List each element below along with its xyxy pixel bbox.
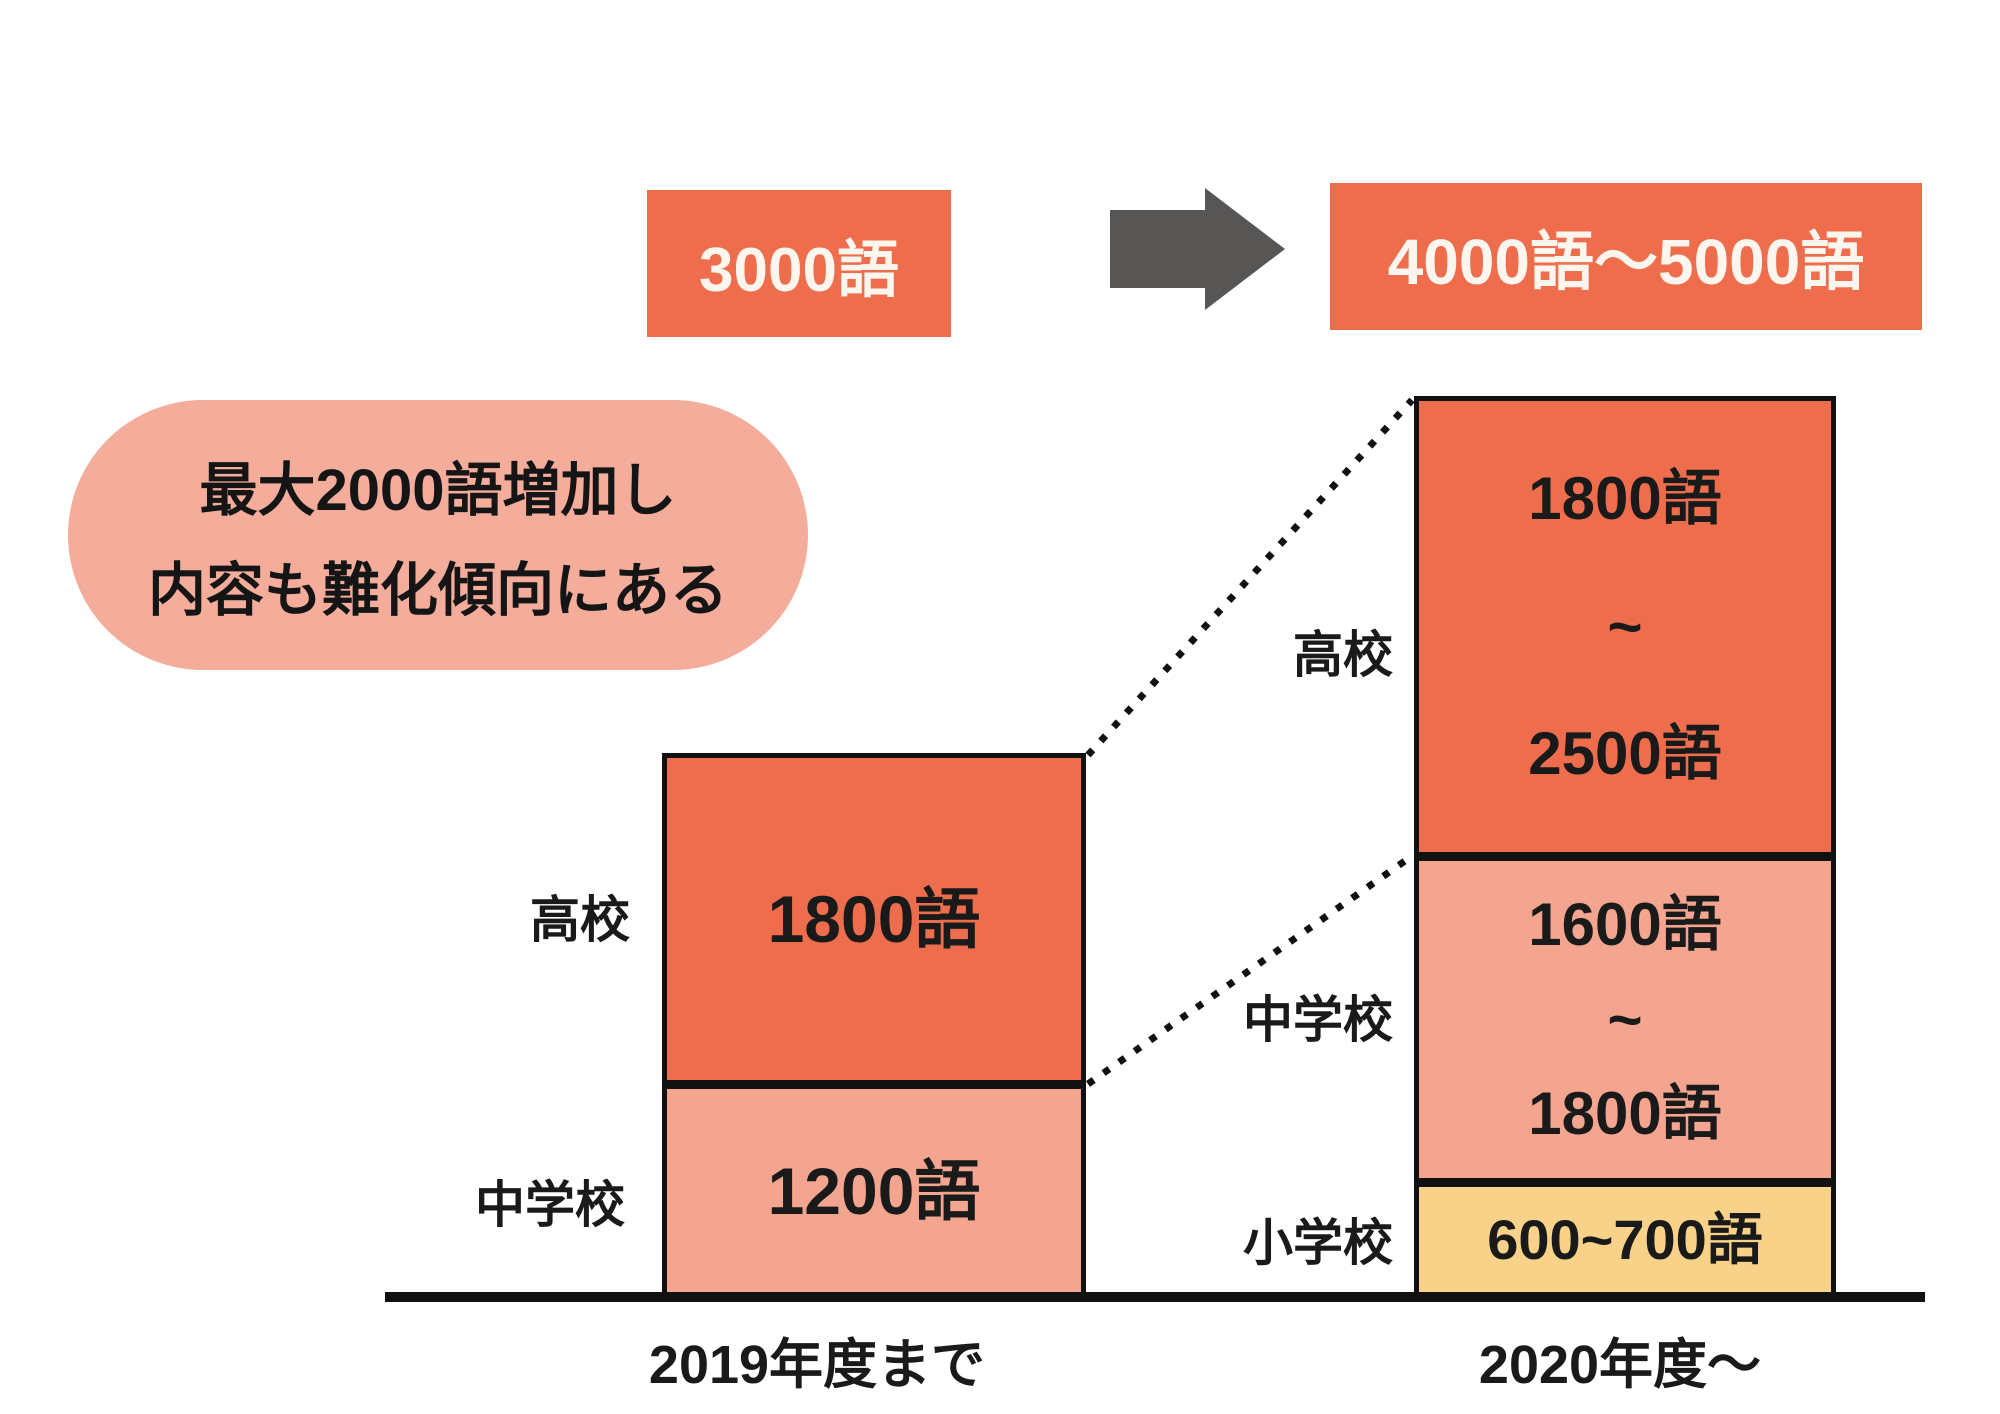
connector-line-bottom [1085, 853, 1415, 1087]
bar-2020-junior-segment: 1600語 ~ 1800語 [1419, 861, 1831, 1178]
axis-label-2020: 2020年度〜 [1478, 1335, 1762, 1395]
bar-2020: 1800語 ~ 2500語 1600語 ~ 1800語 600~700語 [1414, 396, 1836, 1297]
bar-2019-junior-segment: 1200語 [667, 1089, 1081, 1292]
label-junior-2020: 中学校 [1243, 992, 1393, 1048]
bar-2020-highschool-value-line3: 2500語 [1528, 720, 1722, 788]
label-highschool-2019: 高校 [530, 892, 630, 948]
bar-2019-highschool-segment: 1800語 [667, 758, 1081, 1080]
bar-2020-junior-value-line3: 1800語 [1528, 1079, 1722, 1147]
bar-2020-junior-value-line1: 1600語 [1528, 891, 1722, 959]
bar-2019-junior-value: 1200語 [767, 1153, 981, 1228]
bar-2020-highschool-value-line2: ~ [1607, 592, 1643, 660]
connector-line-top [1085, 397, 1415, 758]
bar-2020-elementary-value: 600~700語 [1487, 1207, 1763, 1271]
callout-line-2: 内容も難化傾向にある [147, 558, 728, 623]
label-junior-2019: 中学校 [475, 1177, 625, 1233]
total-before-box: 3000語 [647, 190, 951, 337]
bar-2019: 1800語 1200語 [662, 753, 1086, 1297]
total-before-text: 3000語 [699, 235, 899, 305]
label-elementary-2020: 小学校 [1243, 1215, 1393, 1271]
callout-line-1: 最大2000語増加し [199, 458, 677, 523]
callout-bubble: 最大2000語増加し 内容も難化傾向にある [68, 400, 808, 670]
bar-2020-divider-top [1419, 852, 1831, 861]
bar-2019-highschool-value: 1800語 [767, 882, 981, 956]
label-highschool-2020: 高校 [1293, 627, 1393, 683]
bar-2019-divider [667, 1080, 1081, 1089]
x-axis-line [385, 1292, 1925, 1302]
axis-label-2019: 2019年度まで [648, 1335, 986, 1395]
arrow-right-icon [1110, 188, 1285, 310]
bar-2020-divider-bottom [1419, 1178, 1831, 1187]
bar-2020-junior-value-line2: ~ [1607, 985, 1643, 1053]
bar-2020-elementary-segment: 600~700語 [1419, 1187, 1831, 1292]
bar-2020-highschool-segment: 1800語 ~ 2500語 [1419, 401, 1831, 852]
total-after-box: 4000語〜5000語 [1330, 183, 1922, 330]
total-after-text: 4000語〜5000語 [1387, 225, 1865, 298]
bar-2020-highschool-value-line1: 1800語 [1528, 464, 1722, 532]
